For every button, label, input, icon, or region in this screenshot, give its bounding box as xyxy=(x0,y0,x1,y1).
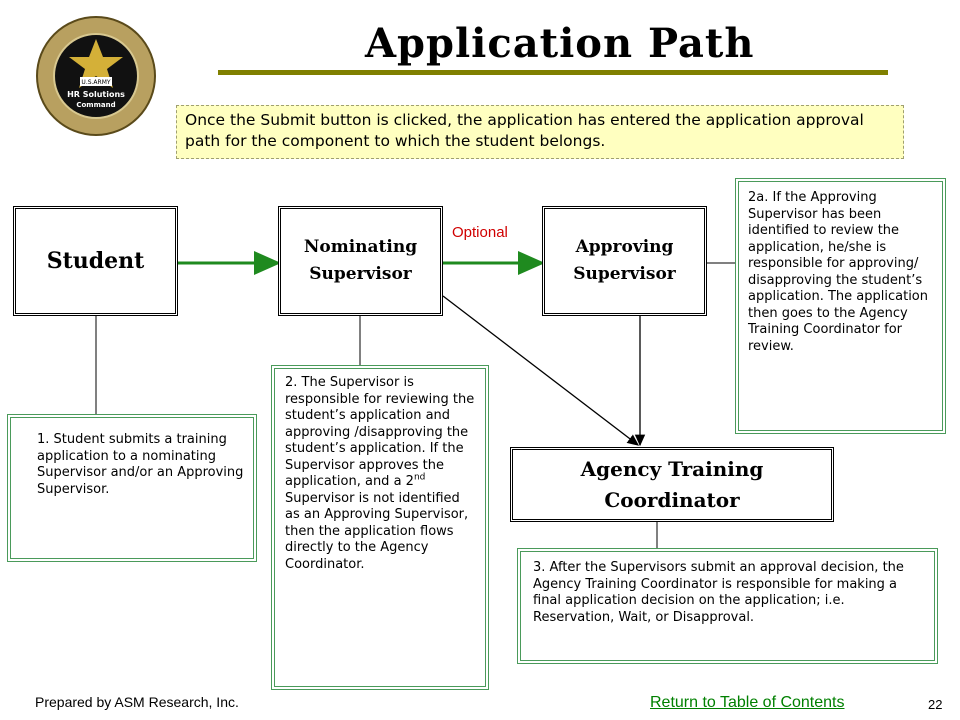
note-3-number: 3. xyxy=(533,560,546,575)
note-1-number: 1. xyxy=(37,432,50,447)
note-2-number: 2 xyxy=(285,375,294,390)
nominating-supervisor-box: Nominating Supervisor xyxy=(278,206,443,316)
optional-label: Optional xyxy=(452,224,508,241)
page-number: 22 xyxy=(928,697,943,712)
note-2-text-a: . The Supervisor is responsible for revi… xyxy=(285,375,475,489)
note-2-superscript: nd xyxy=(413,472,426,483)
approving-label-line2: Supervisor xyxy=(573,264,676,284)
note-2a-number: 2a. xyxy=(748,190,769,205)
logo-badge-text: U.S.ARMY xyxy=(81,79,110,86)
note-1-text: Student submits a training application t… xyxy=(37,432,244,497)
nominating-label-line2: Supervisor xyxy=(309,264,412,284)
intro-text: Once the Submit button is clicked, the a… xyxy=(176,105,904,159)
student-label: Student xyxy=(46,248,145,274)
logo-center-text: HR Solutions xyxy=(67,90,125,99)
prepared-by-text: Prepared by ASM Research, Inc. xyxy=(35,694,239,710)
note-2a-text: If the Approving Supervisor has been ide… xyxy=(748,190,928,354)
approving-label-line1: Approving xyxy=(575,237,674,257)
atc-label-line1: Agency Training xyxy=(580,456,764,481)
note-2-text-b: Supervisor is not identified as an Appro… xyxy=(285,490,469,572)
atc-label-line2: Coordinator xyxy=(604,487,740,512)
title-rule xyxy=(218,70,888,75)
us-army-seal-icon: U.S.ARMY HR Solutions Command xyxy=(35,15,157,137)
arrow-nominating-to-atc xyxy=(442,295,640,446)
logo-bottom-text: Command xyxy=(76,101,115,109)
page-title: Application Path xyxy=(365,20,755,67)
note-3: 3. After the Supervisors submit an appro… xyxy=(517,548,938,664)
note-2a: 2a. If the Approving Supervisor has been… xyxy=(735,178,946,434)
approving-supervisor-box: Approving Supervisor xyxy=(542,206,707,316)
return-to-toc-link[interactable]: Return to Table of Contents xyxy=(650,694,845,711)
note-2: 2. The Supervisor is responsible for rev… xyxy=(271,365,489,690)
student-box: Student xyxy=(13,206,178,316)
nominating-label-line1: Nominating xyxy=(303,237,418,257)
note-3-text: After the Supervisors submit an approval… xyxy=(533,560,904,625)
agency-training-coordinator-box: Agency Training Coordinator xyxy=(510,447,834,522)
note-1: 1. Student submits a training applicatio… xyxy=(7,414,257,562)
